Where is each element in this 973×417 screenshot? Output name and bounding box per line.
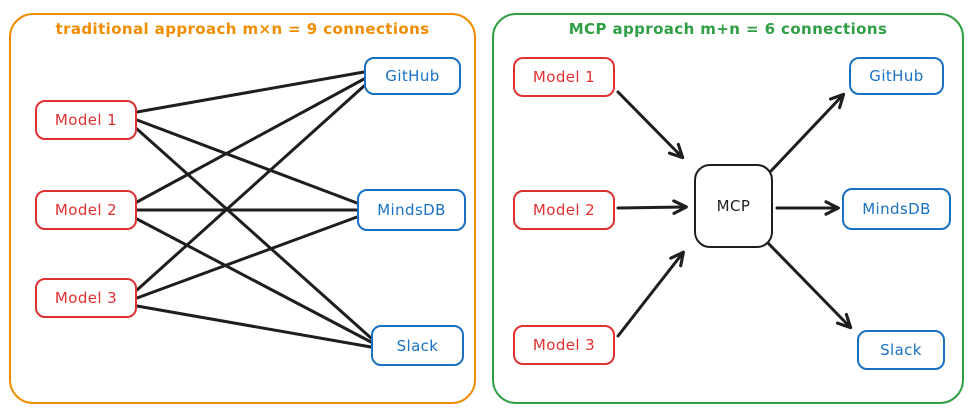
mcp-github-label: GitHub (869, 67, 924, 85)
traditional-slack-label: Slack (396, 336, 439, 355)
traditional-model-2-label: Model 2 (54, 201, 118, 219)
mcp-mindsdb-label: MindsDB (862, 200, 931, 218)
mcp-hub-node: MCP (694, 164, 773, 248)
traditional-github-node: GitHub (364, 57, 461, 95)
mcp-model-1-node: Model 1 (513, 57, 615, 97)
traditional-model-3-node: Model 3 (35, 278, 137, 318)
traditional-panel: traditional approach m×n = 9 connections (9, 13, 476, 404)
traditional-github-label: GitHub (385, 67, 440, 85)
traditional-model-2-node: Model 2 (35, 190, 137, 230)
mcp-panel-title: MCP approach m+n = 6 connections (568, 20, 888, 38)
mcp-model-1-label: Model 1 (532, 68, 596, 86)
mcp-model-3-node: Model 3 (513, 325, 615, 365)
mcp-hub-label: MCP (716, 197, 751, 215)
traditional-model-1-label: Model 1 (54, 111, 118, 129)
traditional-model-3-label: Model 3 (54, 289, 118, 307)
mcp-slack-label: Slack (880, 341, 922, 359)
traditional-model-1-node: Model 1 (35, 100, 137, 140)
mcp-panel: MCP approach m+n = 6 connections (492, 13, 964, 404)
traditional-panel-title: traditional approach m×n = 9 connections (55, 20, 430, 38)
traditional-slack-node: Slack (371, 325, 464, 366)
mcp-connections (616, 90, 853, 338)
mcp-model-2-node: Model 2 (513, 190, 615, 230)
traditional-mindsdb-node: MindsDB (357, 189, 466, 231)
mcp-mindsdb-node: MindsDB (842, 188, 951, 230)
traditional-mindsdb-label: MindsDB (377, 201, 446, 219)
mcp-github-node: GitHub (849, 57, 944, 95)
mcp-model-3-label: Model 3 (532, 336, 596, 354)
mcp-model-2-label: Model 2 (532, 201, 596, 219)
traditional-connections (135, 70, 373, 349)
mcp-slack-node: Slack (857, 330, 945, 370)
